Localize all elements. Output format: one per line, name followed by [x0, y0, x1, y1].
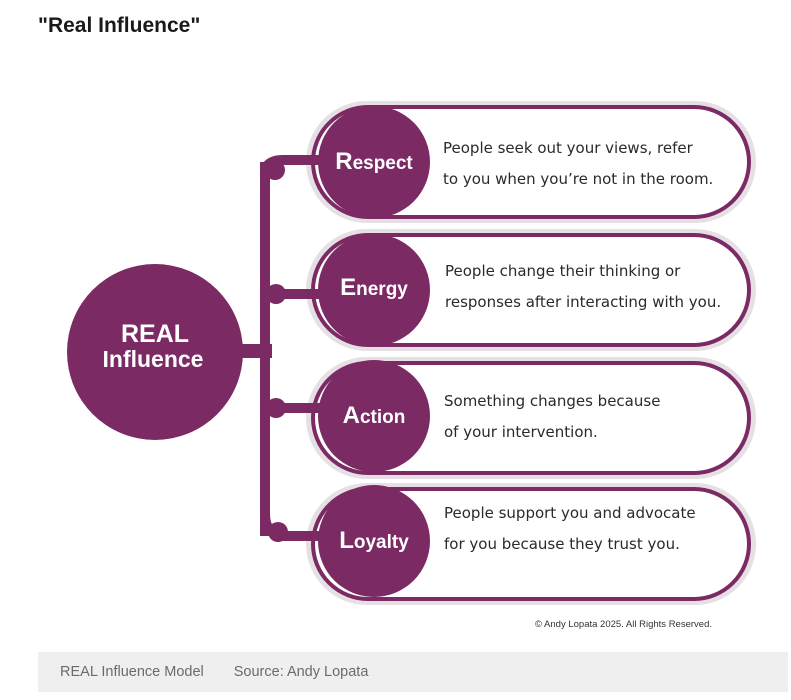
node-dot-action [266, 398, 286, 418]
node-rest-respect: espect [353, 153, 414, 174]
node-rest-action: ction [360, 407, 405, 428]
desc-line1-respect: People seek out your views, refer [443, 139, 694, 157]
desc-line1-energy: People change their thinking or [445, 262, 681, 280]
node-label-energy: Energy [340, 274, 408, 301]
real-influence-diagram: Respect People seek out your views, refe… [38, 74, 788, 649]
page-title: "Real Influence" [38, 14, 201, 37]
node-loyalty [318, 485, 430, 597]
node-rest-energy: nergy [356, 279, 408, 300]
row-energy: Energy People change their thinking or r… [265, 229, 756, 351]
desc-line1-loyalty: People support you and advocate [444, 504, 696, 522]
copyright-text: © Andy Lopata 2025. All Rights Reserved. [535, 619, 712, 630]
node-respect [318, 106, 430, 218]
node-label-action: Action [343, 402, 406, 429]
node-dot-energy [266, 284, 286, 304]
node-initial-action: A [343, 402, 360, 429]
caption-title: REAL Influence Model [60, 664, 204, 680]
desc-line1-action: Something changes because [444, 392, 660, 410]
hub: REAL Influence [67, 264, 243, 440]
node-rest-loyalty: oyalty [354, 532, 409, 553]
node-initial-respect: R [335, 148, 352, 175]
row-respect: Respect People seek out your views, refe… [260, 101, 756, 223]
row-loyalty: Loyalty People support you and advocate … [260, 483, 756, 605]
node-initial-loyalty: L [339, 527, 354, 554]
desc-line2-action: of your intervention. [444, 423, 598, 441]
figure-caption: REAL Influence Model Source: Andy Lopata [38, 652, 788, 692]
caption-source: Source: Andy Lopata [233, 664, 369, 680]
node-action [318, 360, 430, 472]
hub-line1: REAL [121, 320, 189, 348]
node-energy [318, 234, 430, 346]
desc-line2-respect: to you when you’re not in the room. [443, 170, 713, 188]
node-label-loyalty: Loyalty [339, 527, 409, 554]
node-dot-respect [265, 160, 285, 180]
node-label-respect: Respect [335, 148, 413, 175]
row-action: Action Something changes because of your… [265, 357, 756, 479]
desc-line2-loyalty: for you because they trust you. [444, 535, 680, 553]
connector-hub [238, 344, 272, 358]
node-dot-loyalty [268, 522, 288, 542]
hub-circle [67, 264, 243, 440]
desc-line2-energy: responses after interacting with you. [445, 293, 721, 311]
node-initial-energy: E [340, 274, 356, 301]
hub-line2: Influence [103, 346, 204, 372]
diagram-svg: Respect People seek out your views, refe… [67, 101, 756, 630]
